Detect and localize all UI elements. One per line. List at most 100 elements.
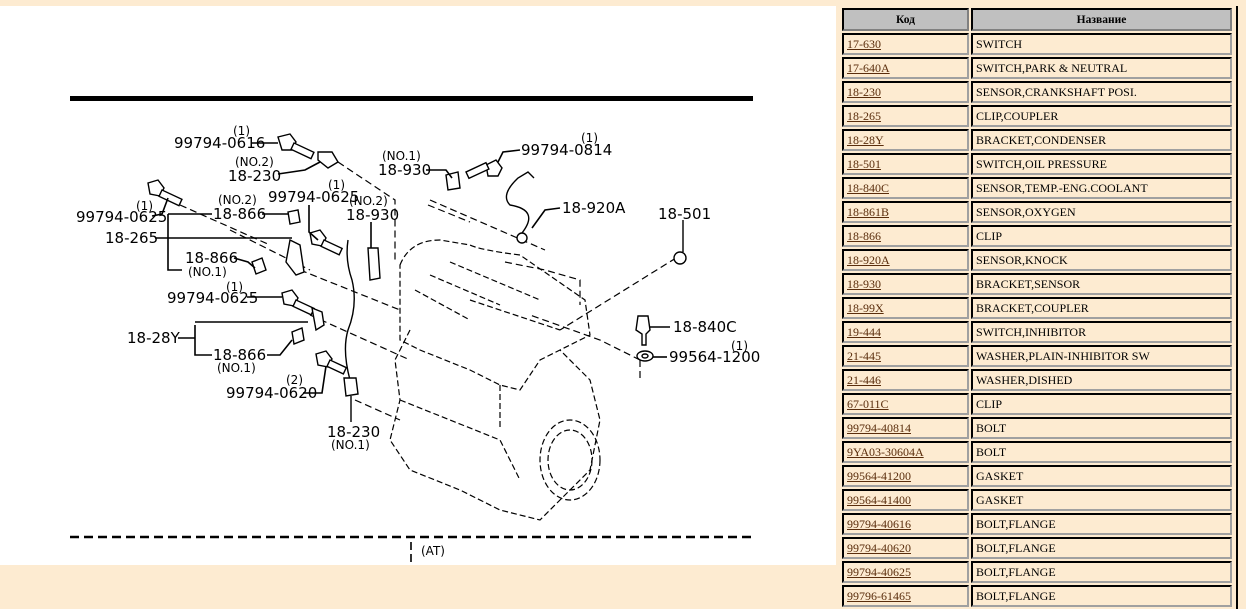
part-code-link[interactable]: 18-265 — [847, 108, 881, 123]
part-code-link[interactable]: 18-920A — [847, 252, 890, 267]
part-name-cell: GASKET — [971, 465, 1232, 487]
part-name-cell: SENSOR,OXYGEN — [971, 201, 1232, 223]
callout-code: 18-230 — [228, 167, 281, 185]
part-code-link[interactable]: 18-840C — [847, 180, 889, 195]
part-name-cell: SWITCH,OIL PRESSURE — [971, 153, 1232, 175]
callout-qty: (1) — [136, 199, 153, 213]
part-code-cell: 67-011C — [842, 393, 969, 415]
callout-code: 18-866 — [185, 249, 238, 267]
table-row: 18-861B SENSOR,OXYGEN — [842, 201, 1232, 223]
table-row: 67-011C CLIP — [842, 393, 1232, 415]
part-code-link[interactable]: 17-640A — [847, 60, 890, 75]
section-rule-top — [70, 96, 753, 101]
part-code-cell: 21-446 — [842, 369, 969, 391]
callout-qty: (1) — [328, 178, 345, 192]
callout-code: 99564-1200 — [669, 348, 760, 366]
callout-qty: (NO.1) — [382, 149, 421, 163]
callout-qty: (1) — [233, 124, 250, 138]
part-name-cell: BRACKET,CONDENSER — [971, 129, 1232, 151]
table-row: 99796-61465 BOLT,FLANGE — [842, 585, 1232, 607]
part-name-cell: BRACKET,COUPLER — [971, 297, 1232, 319]
part-code-link[interactable]: 9YA03-30604A — [847, 444, 924, 459]
part-name-cell: SENSOR,KNOCK — [971, 249, 1232, 271]
table-row: 17-630 SWITCH — [842, 33, 1232, 55]
part-code-cell: 21-445 — [842, 345, 969, 367]
callout-code: 18-230 — [327, 423, 380, 441]
part-code-cell: 18-866 — [842, 225, 969, 247]
part-code-link[interactable]: 99564-41400 — [847, 492, 911, 507]
part-code-link[interactable]: 17-630 — [847, 36, 881, 51]
part-code-cell: 17-640A — [842, 57, 969, 79]
part-code-link[interactable]: 18-99X — [847, 300, 884, 315]
part-code-link[interactable]: 18-930 — [847, 276, 881, 291]
callout-code: 99794-0814 — [521, 141, 612, 159]
part-code-link[interactable]: 21-445 — [847, 348, 881, 363]
part-name-cell: CLIP — [971, 393, 1232, 415]
callout-qty: (1) — [581, 131, 598, 145]
part-code-cell: 18-920A — [842, 249, 969, 271]
part-code-link[interactable]: 18-861B — [847, 204, 889, 219]
callout-qty: (NO.1) — [331, 438, 370, 452]
part-code-link[interactable]: 99794-40814 — [847, 420, 911, 435]
part-code-link[interactable]: 18-230 — [847, 84, 881, 99]
part-name-cell: SWITCH — [971, 33, 1232, 55]
callout-qty: (NO.2) — [235, 155, 274, 169]
table-row: 18-28Y BRACKET,CONDENSER — [842, 129, 1232, 151]
table-row: 18-920A SENSOR,KNOCK — [842, 249, 1232, 271]
table-row: 18-230 SENSOR,CRANKSHAFT POSI. — [842, 81, 1232, 103]
part-code-link[interactable]: 99564-41200 — [847, 468, 911, 483]
column-header-name: Название — [971, 8, 1232, 31]
part-name-cell: BOLT,FLANGE — [971, 585, 1232, 607]
callout-leaders — [151, 142, 670, 394]
table-row: 99794-40814 BOLT — [842, 417, 1232, 439]
part-code-cell: 18-265 — [842, 105, 969, 127]
part-code-link[interactable]: 19-444 — [847, 324, 881, 339]
part-code-cell: 99796-61465 — [842, 585, 969, 607]
part-code-link[interactable]: 21-446 — [847, 372, 881, 387]
column-header-code: Код — [842, 8, 969, 31]
callout-code: 99794-0625 — [167, 289, 258, 307]
part-code-cell: 9YA03-30604A — [842, 441, 969, 463]
part-code-link[interactable]: 18-501 — [847, 156, 881, 171]
part-name-cell: SENSOR,CRANKSHAFT POSI. — [971, 81, 1232, 103]
part-code-cell: 18-230 — [842, 81, 969, 103]
part-code-cell: 99564-41400 — [842, 489, 969, 511]
part-code-link[interactable]: 99794-40620 — [847, 540, 911, 555]
callout-qty: (2) — [286, 373, 303, 387]
callout-qty: (1) — [226, 280, 243, 294]
part-code-link[interactable]: 18-28Y — [847, 132, 884, 147]
part-code-cell: 99564-41200 — [842, 465, 969, 487]
part-code-link[interactable]: 99794-40616 — [847, 516, 911, 531]
part-code-link[interactable]: 18-866 — [847, 228, 881, 243]
part-code-cell: 19-444 — [842, 321, 969, 343]
part-code-link[interactable]: 99796-61465 — [847, 588, 911, 603]
table-row: 18-265 CLIP,COUPLER — [842, 105, 1232, 127]
callout-code: 18-920A — [562, 199, 626, 217]
part-name-cell: BOLT,FLANGE — [971, 513, 1232, 535]
callout-code: 18-501 — [658, 205, 711, 223]
part-code-link[interactable]: 67-011C — [847, 396, 889, 411]
part-name-cell: WASHER,PLAIN-INHIBITOR SW — [971, 345, 1232, 367]
callout-qty: (NO.2) — [218, 193, 257, 207]
table-row: 18-99X BRACKET,COUPLER — [842, 297, 1232, 319]
section-label-at: (AT) — [421, 544, 445, 558]
callout-code: 18-866 — [213, 205, 266, 223]
part-name-cell: WASHER,DISHED — [971, 369, 1232, 391]
part-name-cell: BRACKET,SENSOR — [971, 273, 1232, 295]
part-name-cell: CLIP,COUPLER — [971, 105, 1232, 127]
part-name-cell: CLIP — [971, 225, 1232, 247]
callout-labels: (1) 99794-0616 (NO.2) 18-230 (1) 99794-0… — [76, 124, 760, 452]
table-row: 18-866 CLIP — [842, 225, 1232, 247]
part-code-link[interactable]: 99794-40625 — [847, 564, 911, 579]
table-row: 21-445 WASHER,PLAIN-INHIBITOR SW — [842, 345, 1232, 367]
table-row: 99794-40616 BOLT,FLANGE — [842, 513, 1232, 535]
table-header-row: Код Название — [842, 8, 1232, 31]
part-name-cell: BOLT — [971, 417, 1232, 439]
